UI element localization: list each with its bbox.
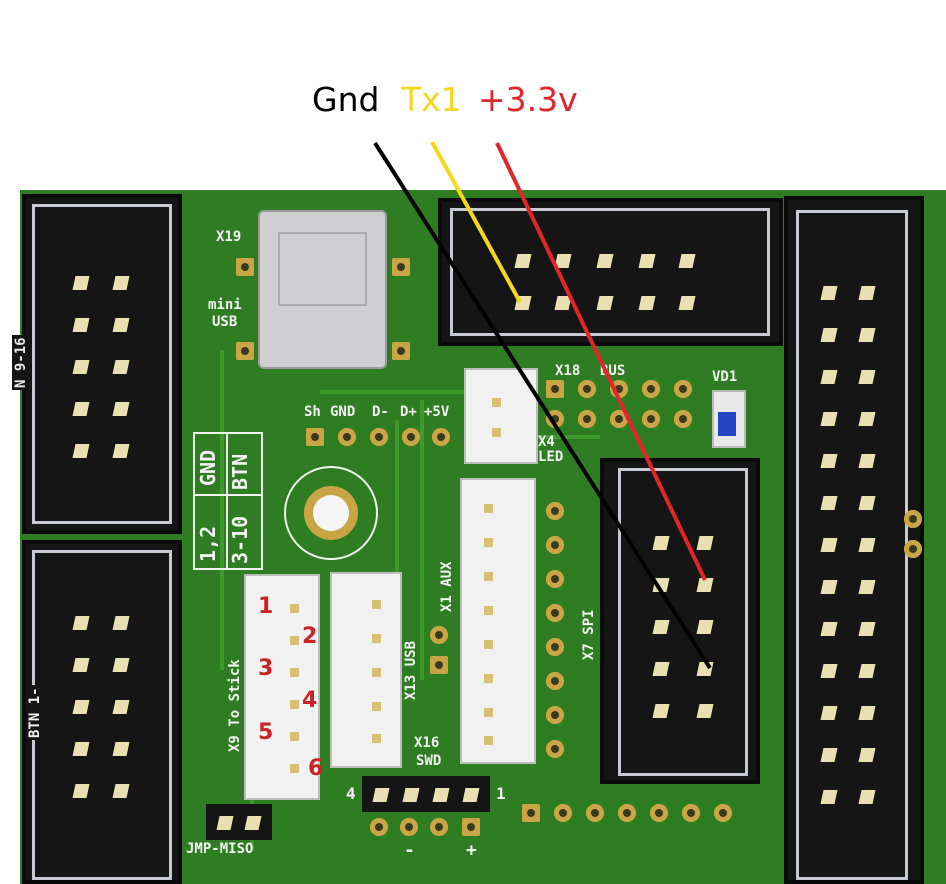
connector-x13-usb: [330, 572, 402, 768]
label-sh: Sh: [304, 404, 321, 420]
pin-number-5: 5: [258, 720, 274, 745]
connector-x4-led: [464, 368, 538, 464]
label-jmp-miso: JMP-MISO: [186, 841, 254, 857]
label-tx1: Tx1: [401, 80, 462, 119]
label-x18: X18: [555, 363, 581, 379]
wire-tx1: [430, 141, 522, 303]
header-btn-1-8: [22, 540, 182, 884]
mini-usb-connector: [258, 210, 387, 369]
pin-number-2: 2: [302, 624, 318, 649]
label-gnd-pad: GND: [330, 404, 356, 420]
pin-number-6: 6: [308, 756, 324, 781]
header-x16-swd: [362, 776, 490, 812]
wire-gnd: [373, 141, 712, 670]
connector-x1-aux: [460, 478, 536, 764]
pin-number-1: 1: [258, 594, 274, 619]
pin-number-3: 3: [258, 656, 274, 681]
label-swd-1: 1: [496, 784, 506, 803]
label-x4: X4: [538, 434, 555, 450]
pin-number-4: 4: [302, 688, 318, 713]
jumper-miso: [206, 804, 272, 840]
label-vd1: VD1: [712, 369, 738, 385]
diode-vd1: [712, 390, 746, 448]
label-5v: +5V: [424, 404, 450, 420]
label-dminus: D-: [372, 404, 389, 420]
label-plus: +: [466, 840, 477, 861]
label-3v3: +3.3v: [478, 80, 578, 119]
label-dplus: D+: [400, 404, 417, 420]
label-led: LED: [538, 449, 564, 465]
label-gnd: Gnd: [312, 80, 380, 119]
pin-table: [193, 432, 263, 570]
label-x19: X19: [216, 229, 242, 245]
mounting-hole: [284, 466, 378, 560]
connector-x9: [244, 574, 320, 800]
header-bus: [438, 198, 783, 346]
wire-3v3: [495, 142, 707, 581]
label-swd-4: 4: [346, 784, 356, 803]
label-usb: USB: [212, 314, 238, 330]
label-swd: SWD: [416, 753, 442, 769]
label-mini: mini: [208, 297, 242, 313]
label-minus: -: [404, 840, 415, 861]
label-x16: X16: [414, 735, 440, 751]
